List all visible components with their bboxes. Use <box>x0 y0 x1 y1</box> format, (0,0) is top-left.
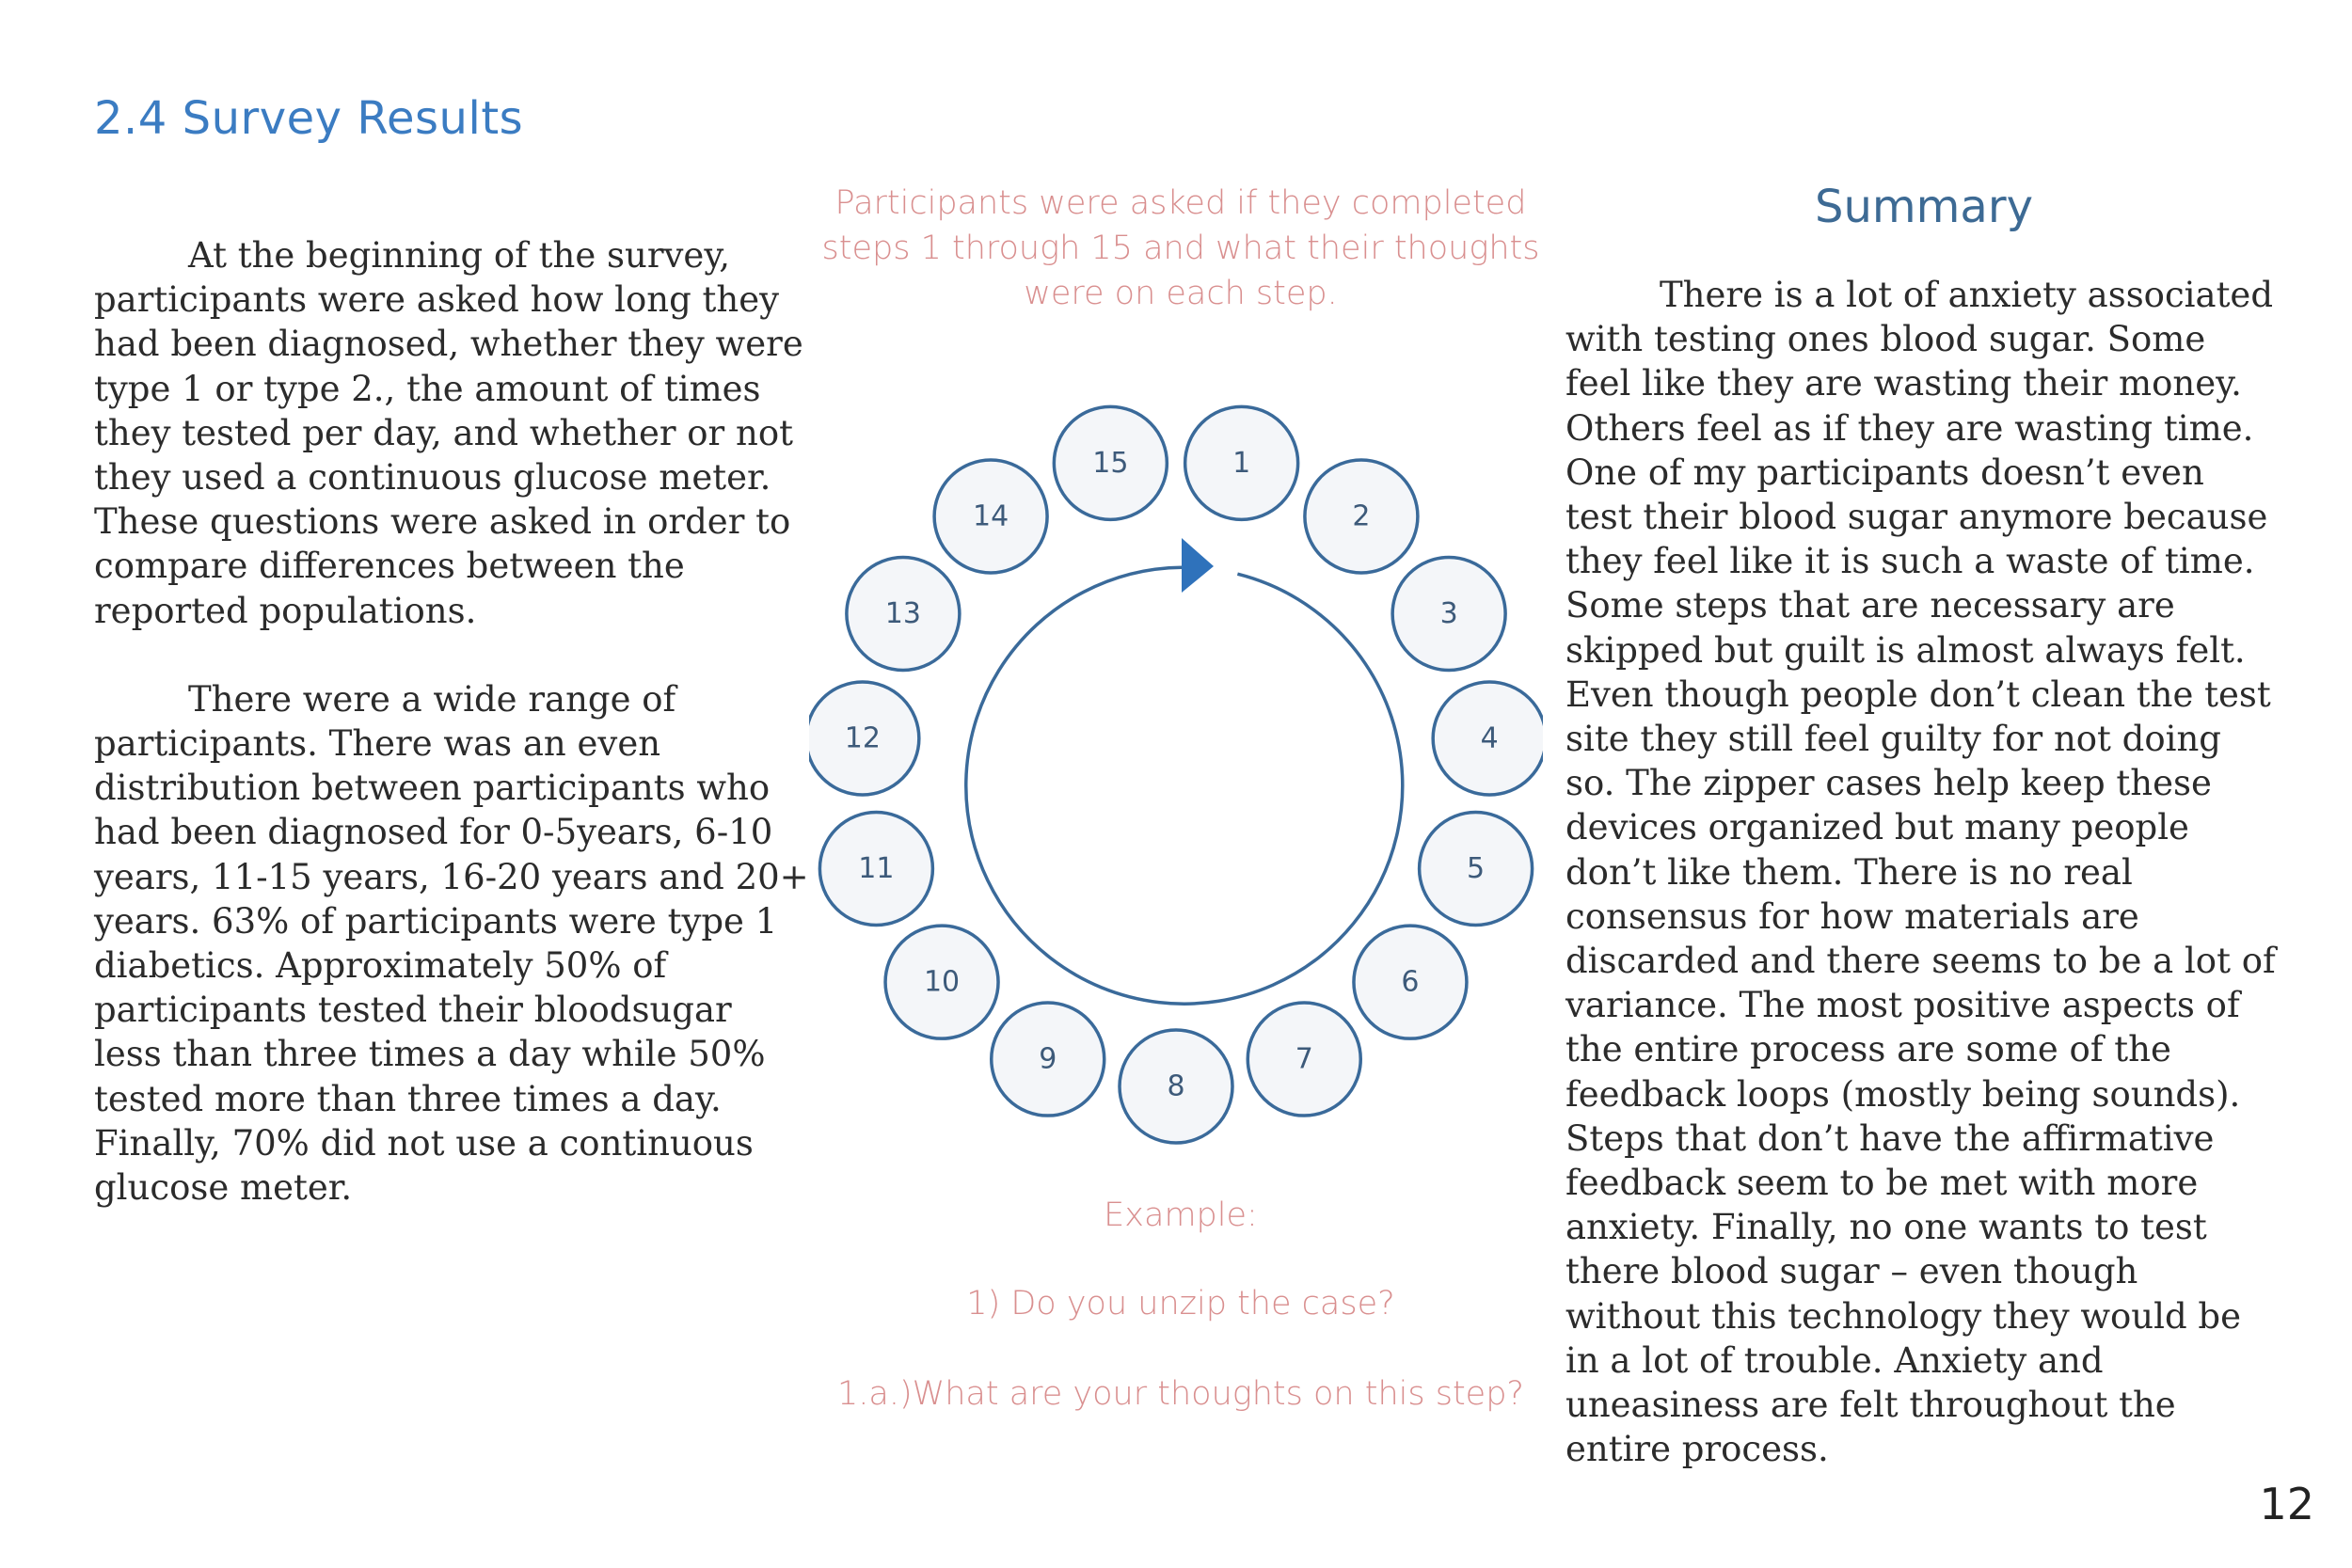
step-node-11: 11 <box>818 810 935 927</box>
step-number: 1 <box>1232 447 1250 480</box>
step-node-15: 15 <box>1052 404 1169 522</box>
step-number: 3 <box>1440 597 1458 630</box>
example-question: 1) Do you unzip the case? <box>966 1285 1395 1323</box>
intro-paragraph-2: There were a wide range of participants.… <box>94 678 809 1209</box>
page-number: 12 <box>2259 1479 2314 1529</box>
cycle-arc <box>964 565 1405 1006</box>
step-node-4: 4 <box>1431 680 1543 797</box>
summary-heading: Summary <box>1815 181 2033 233</box>
step-node-8: 8 <box>1118 1028 1234 1145</box>
step-node-13: 13 <box>845 555 961 673</box>
step-node-14: 14 <box>932 458 1049 575</box>
step-number: 2 <box>1352 499 1370 532</box>
step-number: 14 <box>973 499 1009 532</box>
step-circle <box>1391 555 1507 673</box>
step-number: 11 <box>858 852 894 885</box>
step-circle <box>883 924 1000 1040</box>
example-followup: 1.a.)What are your thoughts on this step… <box>836 1375 1525 1413</box>
step-circle <box>1303 458 1420 575</box>
step-circle <box>1417 810 1534 927</box>
step-number: 8 <box>1167 1070 1184 1103</box>
example-label: Example: <box>1104 1196 1258 1234</box>
step-node-10: 10 <box>883 924 1000 1040</box>
step-node-2: 2 <box>1303 458 1420 575</box>
summary-paragraph: There is a lot of anxiety associated wit… <box>1565 275 2276 1470</box>
survey-intro-column: At the beginning of the survey, particip… <box>94 233 809 1254</box>
step-number: 7 <box>1295 1043 1313 1076</box>
step-number: 5 <box>1467 852 1485 885</box>
step-circle <box>1052 404 1169 522</box>
section-title: 2.4 Survey Results <box>94 92 524 145</box>
step-number: 12 <box>845 721 881 754</box>
step-circle <box>989 1001 1106 1117</box>
step-node-9: 9 <box>989 1001 1106 1117</box>
step-circle <box>1352 924 1469 1040</box>
step-circle <box>932 458 1049 575</box>
step-number: 13 <box>885 597 921 630</box>
step-number: 9 <box>1039 1043 1057 1076</box>
step-circle <box>1183 404 1300 522</box>
step-circle <box>1246 1001 1363 1117</box>
step-node-1: 1 <box>1183 404 1300 522</box>
step-node-12: 12 <box>809 680 921 797</box>
step-circle <box>1431 680 1543 797</box>
step-number: 15 <box>1092 447 1128 480</box>
step-node-3: 3 <box>1391 555 1507 673</box>
summary-column: There is a lot of anxiety associated wit… <box>1565 273 2280 1471</box>
step-node-7: 7 <box>1246 1001 1363 1117</box>
cycle-arrow-icon <box>1182 538 1214 593</box>
step-node-5: 5 <box>1417 810 1534 927</box>
step-circle <box>818 810 935 927</box>
intro-paragraph-1: At the beginning of the survey, particip… <box>94 235 803 631</box>
step-circle <box>1118 1028 1234 1145</box>
step-number: 10 <box>924 966 960 999</box>
diagram-prompt: Participants were asked if they complete… <box>821 184 1540 312</box>
step-node-6: 6 <box>1352 924 1469 1040</box>
step-number: 4 <box>1481 721 1499 754</box>
step-number: 6 <box>1401 966 1419 999</box>
step-circle <box>809 680 921 797</box>
step-circle <box>845 555 961 673</box>
